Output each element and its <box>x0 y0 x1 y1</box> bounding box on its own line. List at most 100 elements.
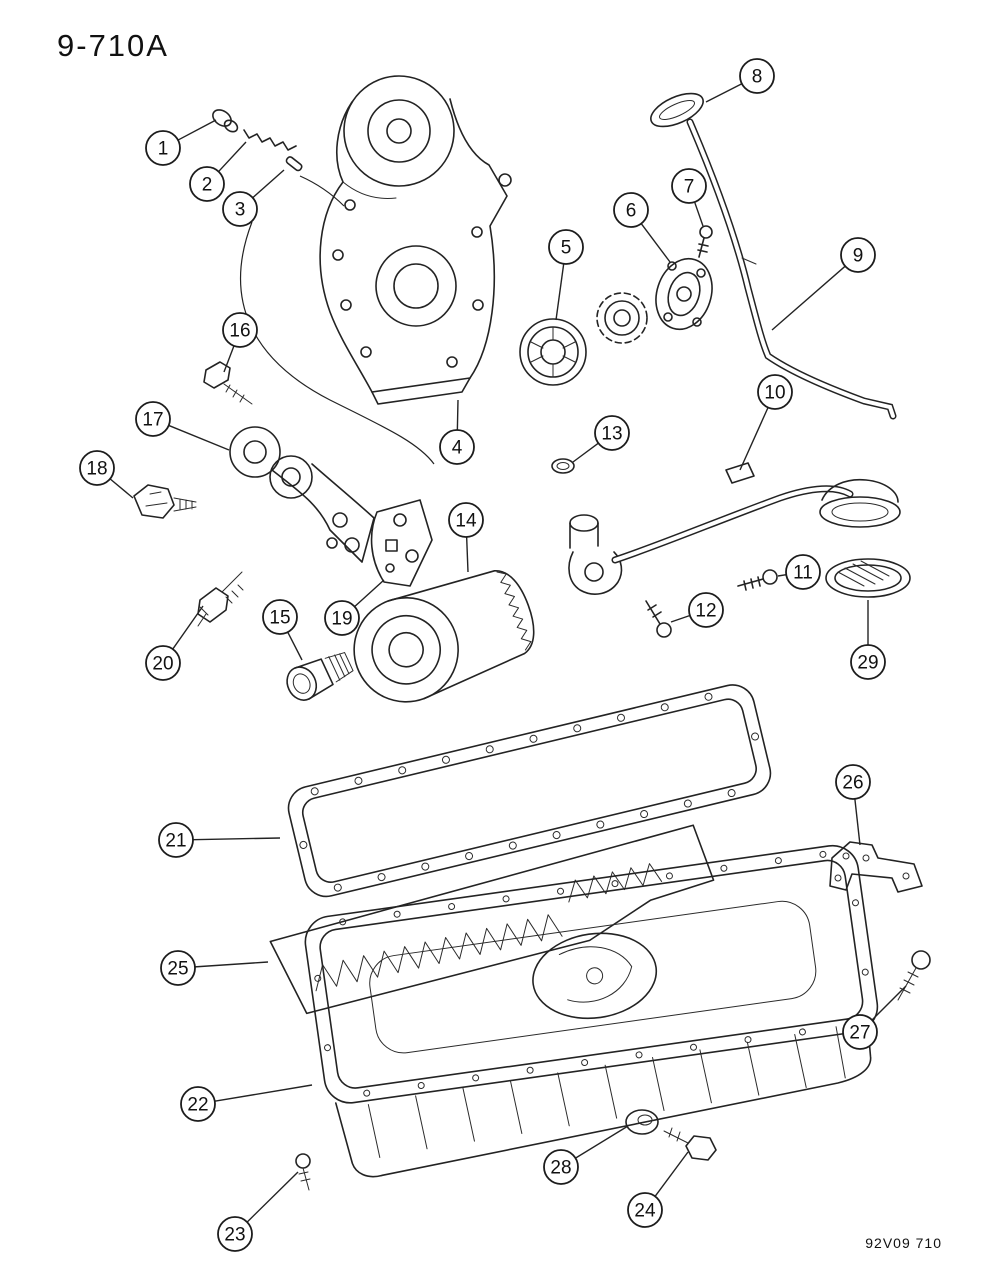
part-relief-spring <box>243 129 297 151</box>
callout-leader-20 <box>172 605 204 650</box>
callout-21: 21 <box>158 822 281 858</box>
callout-4: 4 <box>439 399 475 465</box>
part-filter-nipple <box>286 652 354 701</box>
callout-leader-4 <box>456 399 459 431</box>
callout-9: 9 <box>771 237 876 331</box>
callout-number-29: 29 <box>857 653 878 674</box>
part-timing-cover <box>319 75 512 405</box>
callout-balloon-9 <box>840 237 876 273</box>
callout-leader-23 <box>246 1171 299 1223</box>
callout-leader-27 <box>871 985 907 1021</box>
callout-6: 6 <box>613 192 671 263</box>
callout-number-14: 14 <box>455 511 477 532</box>
callout-leader-14 <box>465 536 469 573</box>
callout-23: 23 <box>217 1171 299 1252</box>
part-dipstick <box>650 92 897 420</box>
callout-number-9: 9 <box>853 246 864 267</box>
part-pump-cover-plate <box>655 257 713 331</box>
callout-balloon-16 <box>222 312 258 348</box>
callout-balloon-17 <box>135 401 171 437</box>
part-bracket-bolt <box>897 950 931 1001</box>
install-path-line-b <box>299 175 345 207</box>
callout-number-28: 28 <box>550 1158 571 1179</box>
callout-number-17: 17 <box>142 410 163 431</box>
callout-leader-18 <box>109 478 134 499</box>
callout-number-15: 15 <box>269 608 290 629</box>
callout-leader-15 <box>287 631 303 661</box>
callout-balloon-6 <box>613 192 649 228</box>
callout-balloon-23 <box>217 1216 253 1252</box>
callout-leader-6 <box>640 223 671 263</box>
callout-balloon-14 <box>448 502 484 538</box>
callout-leader-13 <box>572 442 599 463</box>
callout-balloon-29 <box>850 644 886 680</box>
callout-number-6: 6 <box>626 201 637 222</box>
callout-number-18: 18 <box>86 459 107 480</box>
callout-number-23: 23 <box>224 1225 245 1246</box>
callout-15: 15 <box>262 599 303 661</box>
callout-27: 27 <box>842 985 907 1050</box>
callout-number-27: 27 <box>849 1023 870 1044</box>
callout-number-26: 26 <box>842 773 863 794</box>
part-support-bracket <box>829 841 923 893</box>
callout-leader-28 <box>575 1125 629 1159</box>
callout-balloon-13 <box>594 415 630 451</box>
callout-balloon-26 <box>835 764 871 800</box>
part-filter-adapter <box>229 426 375 563</box>
callout-leader-24 <box>654 1151 689 1197</box>
figure-code: 92V09 710 <box>865 1235 942 1251</box>
callouts-layer: 1234567891011121314151617181920212223242… <box>79 58 907 1252</box>
part-oil-filter <box>353 570 535 703</box>
callout-19: 19 <box>324 579 385 636</box>
part-pump-gear <box>596 292 648 344</box>
callout-7: 7 <box>671 168 707 227</box>
callout-number-21: 21 <box>165 831 186 852</box>
part-drain-plug <box>663 1127 717 1161</box>
callout-8: 8 <box>705 58 775 103</box>
callout-balloon-10 <box>757 374 793 410</box>
callout-5: 5 <box>548 229 584 321</box>
callout-leader-19 <box>354 579 385 608</box>
callout-balloon-8 <box>739 58 775 94</box>
callout-number-3: 3 <box>235 200 246 221</box>
callout-22: 22 <box>180 1084 313 1122</box>
callout-number-7: 7 <box>684 177 695 198</box>
callout-number-16: 16 <box>229 321 250 342</box>
callout-leader-9 <box>771 265 846 331</box>
part-elbow-bolt <box>645 600 672 638</box>
install-path-line-a <box>239 221 435 465</box>
callout-number-24: 24 <box>634 1201 656 1222</box>
callout-24: 24 <box>627 1151 689 1228</box>
callout-16: 16 <box>222 312 258 373</box>
callout-leader-1 <box>177 119 217 141</box>
callout-10: 10 <box>739 374 793 471</box>
callout-balloon-2 <box>189 166 225 202</box>
callout-17: 17 <box>135 401 230 451</box>
callout-13: 13 <box>572 415 630 463</box>
part-oil-fitting <box>197 571 244 627</box>
pan-flange-holes <box>314 850 869 1097</box>
callout-leader-10 <box>739 407 769 471</box>
callout-balloon-24 <box>627 1192 663 1228</box>
callout-leader-21 <box>192 837 281 841</box>
callout-11: 11 <box>777 554 821 590</box>
callout-leader-26 <box>854 798 861 846</box>
part-pump-rotor <box>519 318 587 386</box>
callout-balloon-11 <box>785 554 821 590</box>
callout-leader-7 <box>693 201 704 227</box>
callout-balloon-20 <box>145 645 181 681</box>
callout-leader-12 <box>670 614 691 623</box>
callout-number-5: 5 <box>561 238 572 259</box>
callout-14: 14 <box>448 502 484 573</box>
callout-29: 29 <box>850 600 886 680</box>
callout-balloon-21 <box>158 822 194 858</box>
callout-balloon-25 <box>160 950 196 986</box>
callout-number-12: 12 <box>695 601 716 622</box>
callout-leader-25 <box>194 961 269 968</box>
callout-balloon-28 <box>543 1149 579 1185</box>
callout-number-20: 20 <box>152 654 173 675</box>
callout-balloon-19 <box>324 600 360 636</box>
part-bracket-plate <box>370 499 433 587</box>
